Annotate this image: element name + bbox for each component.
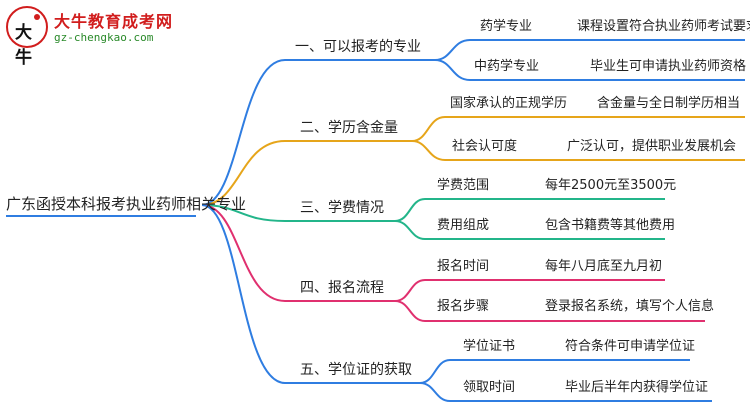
branch-5-item-2-desc: 毕业后半年内获得学位证 bbox=[565, 380, 709, 395]
branch-3-item-1-desc: 每年2500元至3500元 bbox=[545, 178, 677, 193]
logo-glyph: 大牛 bbox=[15, 23, 32, 68]
branch-1-item-2-desc: 毕业生可申请执业药师资格 bbox=[590, 59, 747, 74]
branch-3-label: 三、学费情况 bbox=[300, 200, 384, 216]
branch-3-item-2-desc: 包含书籍费等其他费用 bbox=[545, 218, 676, 233]
branch-1-item-1-desc: 课程设置符合执业药师考试要求 bbox=[577, 19, 750, 34]
branch-4-sub-2 bbox=[394, 300, 705, 322]
branch-2-item-2-name: 社会认可度 bbox=[452, 139, 518, 154]
branch-5-item-1-desc: 符合条件可申请学位证 bbox=[565, 339, 696, 354]
site-logo[interactable]: 大牛 大牛教育成考网 gz-chengkao.com bbox=[6, 6, 176, 68]
logo-title: 大牛教育成考网 bbox=[54, 12, 174, 31]
branch-4-item-1-desc: 每年八月底至九月初 bbox=[545, 259, 663, 274]
branch-4-label: 四、报名流程 bbox=[300, 280, 384, 296]
branch-4-item-1-name: 报名时间 bbox=[437, 259, 490, 274]
branch-2-item-2-desc: 广泛认可，提供职业发展机会 bbox=[567, 139, 737, 154]
branch-2-item-1-desc: 含金量与全日制学历相当 bbox=[597, 96, 741, 111]
branch-3-item-1-name: 学费范围 bbox=[437, 178, 490, 193]
branch-5-sub-2 bbox=[419, 382, 712, 402]
branch-2-sub-1 bbox=[411, 116, 745, 142]
branch-4-connector bbox=[201, 204, 286, 302]
root-topic: 广东函授本科报考执业药师相关专业 bbox=[6, 195, 247, 213]
branch-4-item-2-name: 报名步骤 bbox=[437, 299, 490, 314]
logo-url: gz-chengkao.com bbox=[54, 31, 154, 44]
branch-5-sub-1 bbox=[419, 359, 690, 384]
branch-4-sub-1 bbox=[394, 279, 665, 302]
branch-2-label: 二、学历含金量 bbox=[300, 120, 398, 136]
branch-5-label: 五、学位证的获取 bbox=[300, 362, 412, 378]
branch-1-item-1-name: 药学专业 bbox=[480, 19, 533, 34]
logo-badge-icon: 大牛 bbox=[6, 6, 48, 68]
branch-2-sub-2 bbox=[411, 140, 745, 161]
branch-1-sub-2 bbox=[434, 59, 745, 81]
branch-1-item-2-name: 中药学专业 bbox=[474, 59, 540, 74]
branch-3-item-2-name: 费用组成 bbox=[437, 218, 490, 233]
branch-5-connector bbox=[201, 204, 286, 384]
branch-3-sub-1 bbox=[394, 198, 665, 222]
branch-1-label: 一、可以报考的专业 bbox=[295, 39, 421, 55]
branch-4-item-2-desc: 登录报名系统，填写个人信息 bbox=[545, 299, 715, 314]
branch-1-sub-1 bbox=[434, 39, 745, 61]
branch-3-sub-2 bbox=[394, 220, 665, 240]
logo-dot bbox=[34, 14, 40, 20]
branch-2-item-1-name: 国家承认的正规学历 bbox=[450, 96, 568, 111]
branch-1-connector bbox=[201, 59, 286, 206]
branch-2-connector bbox=[201, 140, 286, 206]
branch-3-connector bbox=[201, 204, 286, 222]
branch-5-item-1-name: 学位证书 bbox=[463, 339, 516, 354]
branch-5-item-2-name: 领取时间 bbox=[463, 380, 516, 395]
